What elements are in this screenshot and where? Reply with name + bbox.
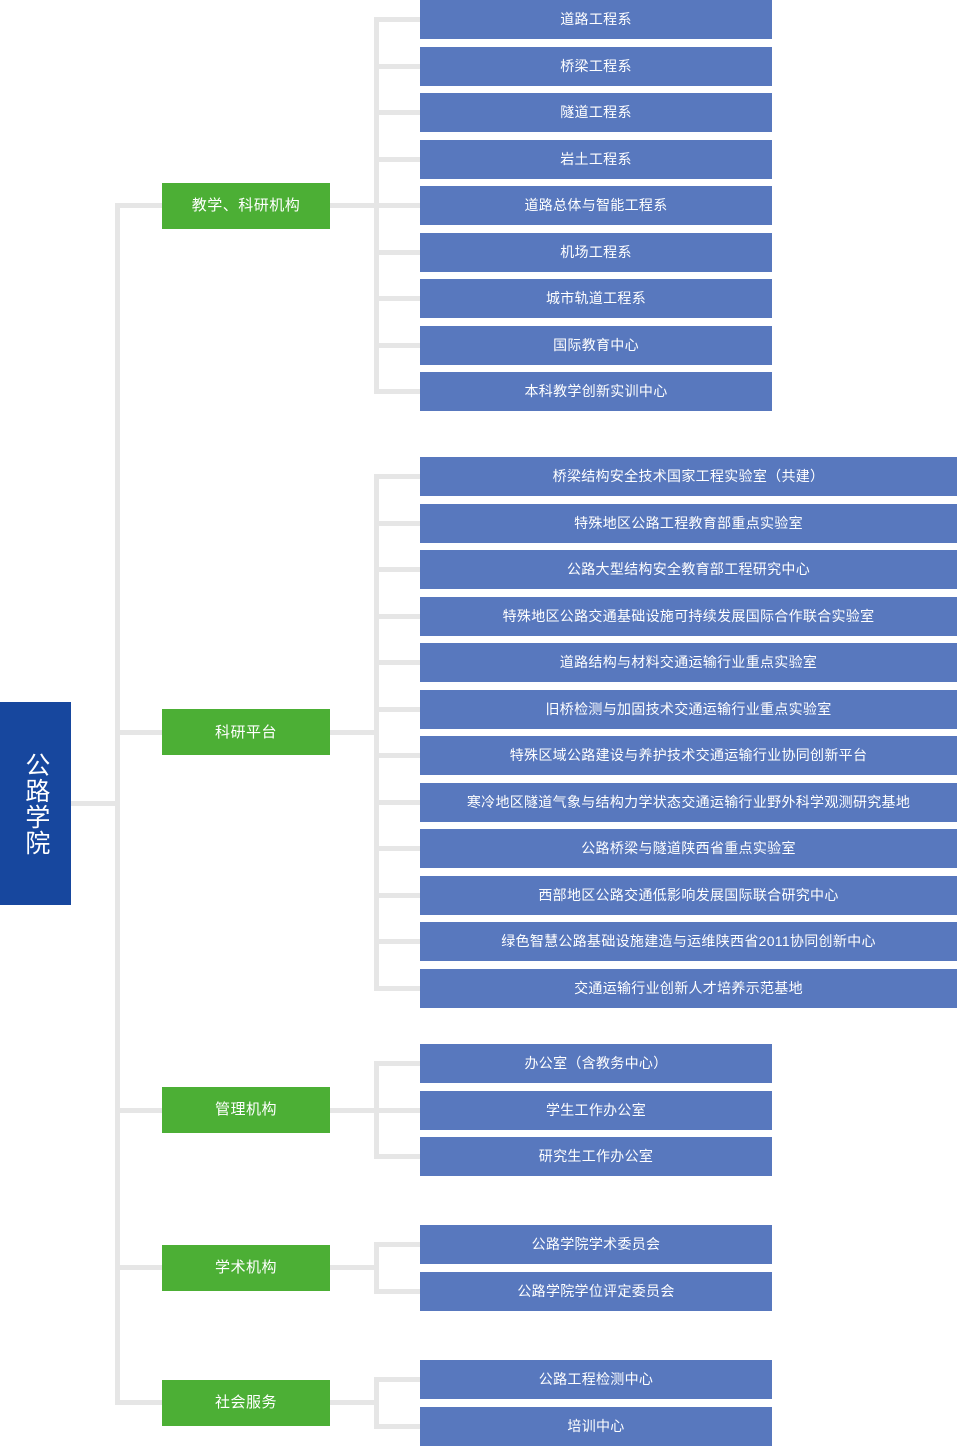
connector-horizontal-research-platform-2 (374, 520, 420, 526)
connector-trunk-to-branch-teaching-research (115, 203, 162, 208)
leaf-node-research-platform-1[interactable]: 桥梁结构安全技术国家工程实验室（共建） (420, 457, 957, 496)
leaf-node-teaching-research-4[interactable]: 岩土工程系 (420, 139, 772, 179)
connector-horizontal-teaching-research-1 (374, 17, 420, 22)
connector-horizontal-research-platform-6 (374, 706, 420, 712)
branch-node-social-service[interactable]: 社会服务 (162, 1379, 330, 1426)
connector-horizontal-teaching-research-8 (374, 342, 420, 348)
connector-branch-to-subtrunk-social-service (330, 1400, 379, 1406)
branch-node-research-platform[interactable]: 科研平台 (162, 709, 330, 756)
leaf-node-research-platform-6[interactable]: 旧桥检测与加固技术交通运输行业重点实验室 (420, 689, 957, 729)
leaf-node-management-3[interactable]: 研究生工作办公室 (420, 1137, 772, 1176)
branch-node-management[interactable]: 管理机构 (162, 1087, 330, 1133)
connector-horizontal-teaching-research-9 (374, 389, 420, 394)
leaf-node-teaching-research-3[interactable]: 隧道工程系 (420, 93, 772, 132)
connector-branch-to-subtrunk-management (330, 1107, 379, 1113)
connector-horizontal-management-1 (374, 1061, 420, 1066)
connector-horizontal-research-platform-4 (374, 613, 420, 619)
leaf-node-social-service-1[interactable]: 公路工程检测中心 (420, 1360, 772, 1399)
root-node-gonglu-xueyuan[interactable]: 公路学院 (0, 702, 71, 905)
leaf-node-research-platform-8[interactable]: 寒冷地区隧道气象与结构力学状态交通运输行业野外科学观测研究基地 (420, 782, 957, 822)
leaf-node-research-platform-10[interactable]: 西部地区公路交通低影响发展国际联合研究中心 (420, 875, 957, 915)
leaf-node-academic-2[interactable]: 公路学院学位评定委员会 (420, 1271, 772, 1311)
connector-horizontal-research-platform-1 (374, 474, 420, 479)
leaf-node-teaching-research-5[interactable]: 道路总体与智能工程系 (420, 186, 772, 225)
connector-root-to-trunk (71, 801, 120, 806)
branch-node-teaching-research[interactable]: 教学、科研机构 (162, 182, 330, 229)
connector-horizontal-social-service-2 (374, 1423, 420, 1429)
connector-branch-to-subtrunk-academic (330, 1265, 379, 1271)
connector-horizontal-teaching-research-3 (374, 110, 420, 115)
leaf-node-teaching-research-1[interactable]: 道路工程系 (420, 0, 772, 39)
connector-horizontal-research-platform-8 (374, 799, 420, 805)
connector-horizontal-management-3 (374, 1154, 420, 1159)
connector-horizontal-teaching-research-6 (374, 249, 420, 255)
connector-horizontal-research-platform-12 (374, 985, 420, 991)
leaf-node-research-platform-11[interactable]: 绿色智慧公路基础设施建造与运维陕西省2011协同创新中心 (420, 922, 957, 961)
connector-horizontal-research-platform-7 (374, 753, 420, 758)
leaf-node-research-platform-3[interactable]: 公路大型结构安全教育部工程研究中心 (420, 550, 957, 589)
connector-horizontal-academic-1 (374, 1242, 420, 1247)
leaf-node-research-platform-9[interactable]: 公路桥梁与隧道陕西省重点实验室 (420, 829, 957, 868)
leaf-node-social-service-2[interactable]: 培训中心 (420, 1406, 772, 1446)
branch-node-academic[interactable]: 学术机构 (162, 1244, 330, 1291)
connector-horizontal-management-2 (374, 1107, 420, 1113)
connector-horizontal-teaching-research-5 (374, 203, 420, 208)
connector-trunk-to-branch-management (115, 1107, 162, 1113)
connector-horizontal-research-platform-10 (374, 892, 420, 898)
connector-horizontal-research-platform-11 (374, 939, 420, 944)
leaf-node-teaching-research-9[interactable]: 本科教学创新实训中心 (420, 372, 772, 411)
connector-horizontal-teaching-research-2 (374, 63, 420, 69)
connector-horizontal-teaching-research-4 (374, 156, 420, 162)
connector-trunk-to-branch-academic (115, 1265, 162, 1271)
leaf-node-management-1[interactable]: 办公室（含教务中心） (420, 1044, 772, 1083)
connector-trunk-to-branch-research-platform (115, 729, 162, 735)
connector-horizontal-research-platform-3 (374, 567, 420, 572)
leaf-node-teaching-research-2[interactable]: 桥梁工程系 (420, 46, 772, 86)
leaf-node-research-platform-7[interactable]: 特殊区域公路建设与养护技术交通运输行业协同创新平台 (420, 736, 957, 775)
leaf-node-teaching-research-8[interactable]: 国际教育中心 (420, 325, 772, 365)
connector-horizontal-research-platform-5 (374, 660, 420, 665)
connector-branch-to-subtrunk-teaching-research (330, 203, 379, 208)
connector-horizontal-teaching-research-7 (374, 296, 420, 301)
leaf-node-teaching-research-6[interactable]: 机场工程系 (420, 232, 772, 272)
leaf-node-academic-1[interactable]: 公路学院学术委员会 (420, 1225, 772, 1264)
connector-horizontal-research-platform-9 (374, 846, 420, 851)
connector-horizontal-social-service-1 (374, 1377, 420, 1382)
leaf-node-research-platform-2[interactable]: 特殊地区公路工程教育部重点实验室 (420, 503, 957, 543)
connector-trunk-to-branch-social-service (115, 1400, 162, 1406)
leaf-node-research-platform-5[interactable]: 道路结构与材料交通运输行业重点实验室 (420, 643, 957, 682)
leaf-node-research-platform-4[interactable]: 特殊地区公路交通基础设施可持续发展国际合作联合实验室 (420, 596, 957, 636)
leaf-node-research-platform-12[interactable]: 交通运输行业创新人才培养示范基地 (420, 968, 957, 1008)
connector-branch-to-subtrunk-research-platform (330, 729, 379, 735)
leaf-node-teaching-research-7[interactable]: 城市轨道工程系 (420, 279, 772, 318)
connector-horizontal-academic-2 (374, 1288, 420, 1294)
leaf-node-management-2[interactable]: 学生工作办公室 (420, 1090, 772, 1130)
